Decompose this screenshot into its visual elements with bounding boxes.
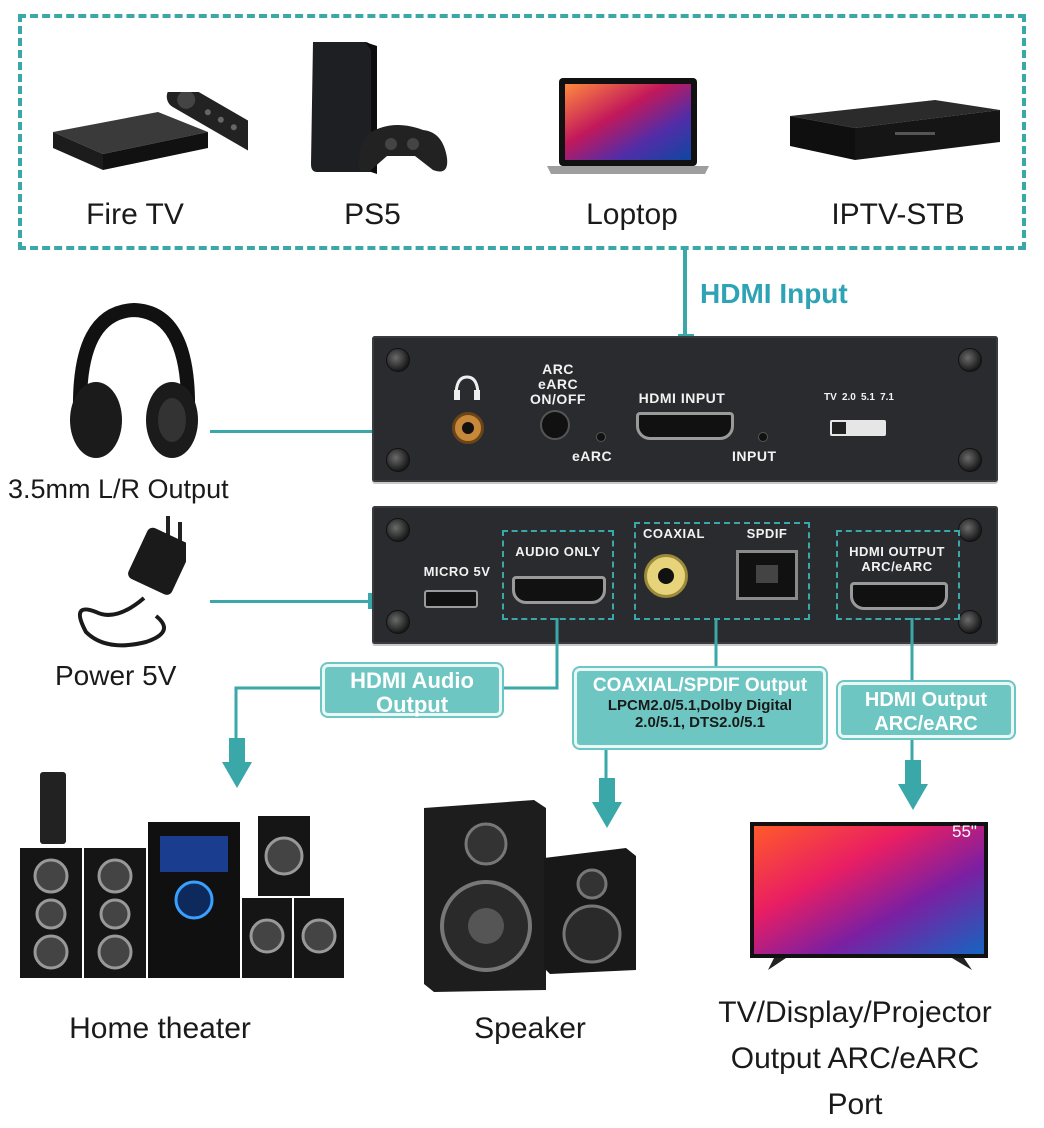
home-theater-icon	[20, 772, 344, 978]
hdmi-input-port[interactable]	[636, 412, 734, 440]
hdmi-output-port[interactable]	[850, 582, 948, 610]
headphones-icon	[70, 302, 198, 458]
connector-lines	[234, 618, 914, 780]
source-label-iptv-stb: IPTV-STB	[831, 198, 965, 231]
hdmi-input-port-label: HDMI INPUT	[638, 390, 726, 406]
home-theater-arrow-icon	[222, 738, 252, 788]
tv-display-icon	[750, 822, 988, 970]
hdmi-input-label: HDMI Input	[700, 278, 848, 309]
tv-size-label: 55"	[952, 822, 977, 841]
micro-usb-port[interactable]	[424, 590, 478, 608]
tv-arrow-icon	[898, 760, 928, 810]
screw-icon	[386, 348, 410, 372]
coaxial-label: COAXIAL	[643, 526, 705, 541]
headphone-connector-line	[210, 430, 390, 433]
screw-icon	[386, 448, 410, 472]
screw-icon	[958, 348, 982, 372]
laptop-icon	[547, 78, 709, 174]
speaker-label: Speaker	[474, 1012, 586, 1045]
headphone-output-label: 3.5mm L/R Output	[8, 474, 229, 504]
coaxial-spdif-frame	[634, 522, 810, 620]
hdmi-audio-only-port[interactable]	[512, 576, 606, 604]
input-led-label: INPUT	[732, 448, 777, 464]
screw-icon	[958, 610, 982, 634]
screw-icon	[386, 518, 410, 542]
source-devices-frame	[18, 14, 1026, 250]
power-label: Power 5V	[55, 660, 177, 691]
source-label-ps5: PS5	[344, 198, 401, 231]
audio-only-label: AUDIO ONLY	[515, 544, 601, 559]
headphone-jack[interactable]	[452, 412, 484, 444]
home-theater-label: Home theater	[69, 1012, 251, 1045]
hdmi-audio-output-callout: HDMI Audio Output	[322, 664, 502, 717]
speaker-icon	[424, 800, 636, 992]
coaxial-port[interactable]	[644, 554, 688, 598]
screw-icon	[958, 448, 982, 472]
source-label-laptop: Loptop	[586, 198, 678, 231]
headphone-jack-symbol-icon	[454, 375, 480, 400]
coaxial-spdif-output-callout: COAXIAL/SPDIF Output LPCM2.0/5.1,Dolby D…	[574, 668, 826, 748]
tv-display-label: TV/Display/Projector Output ARC/eARC Por…	[718, 996, 992, 1121]
hdmi-output-frame	[836, 530, 960, 620]
speaker-arrow-icon	[592, 778, 622, 828]
power-adapter-icon	[77, 516, 186, 648]
spdif-label: SPDIF	[746, 526, 788, 541]
arc-toggle-label: ARC eARC ON/OFF	[530, 361, 586, 407]
hdmi-output-arc-callout: HDMI Output ARC/eARC	[838, 682, 1014, 738]
arc-toggle-button[interactable]	[540, 410, 570, 440]
ps5-console-icon	[311, 42, 448, 174]
micro5v-label: MICRO 5V	[423, 564, 491, 579]
earc-led	[596, 432, 606, 442]
set-top-box-icon	[790, 100, 1000, 160]
front-panel: ARC eARC ON/OFF eARC HDMI INPUT INPUT TV…	[372, 336, 998, 482]
power-connector-line	[210, 600, 372, 603]
hdmi-input-line	[683, 250, 687, 334]
hdmi-output-label: HDMI OUTPUT ARC/eARC	[849, 544, 945, 574]
fire-tv-icon	[53, 92, 248, 170]
screw-icon	[386, 610, 410, 634]
screw-icon	[958, 518, 982, 542]
input-led	[758, 432, 768, 442]
back-panel: MICRO 5V AUDIO ONLY COAXIAL SPDIF HDMI O…	[372, 506, 998, 644]
source-label-fire-tv: Fire TV	[86, 198, 184, 231]
mode-switch[interactable]	[830, 420, 886, 436]
mode-switch-labels: TV 2.0 5.1 7.1	[824, 392, 894, 403]
earc-led-label: eARC	[572, 448, 613, 464]
spdif-optical-port[interactable]	[736, 550, 798, 600]
